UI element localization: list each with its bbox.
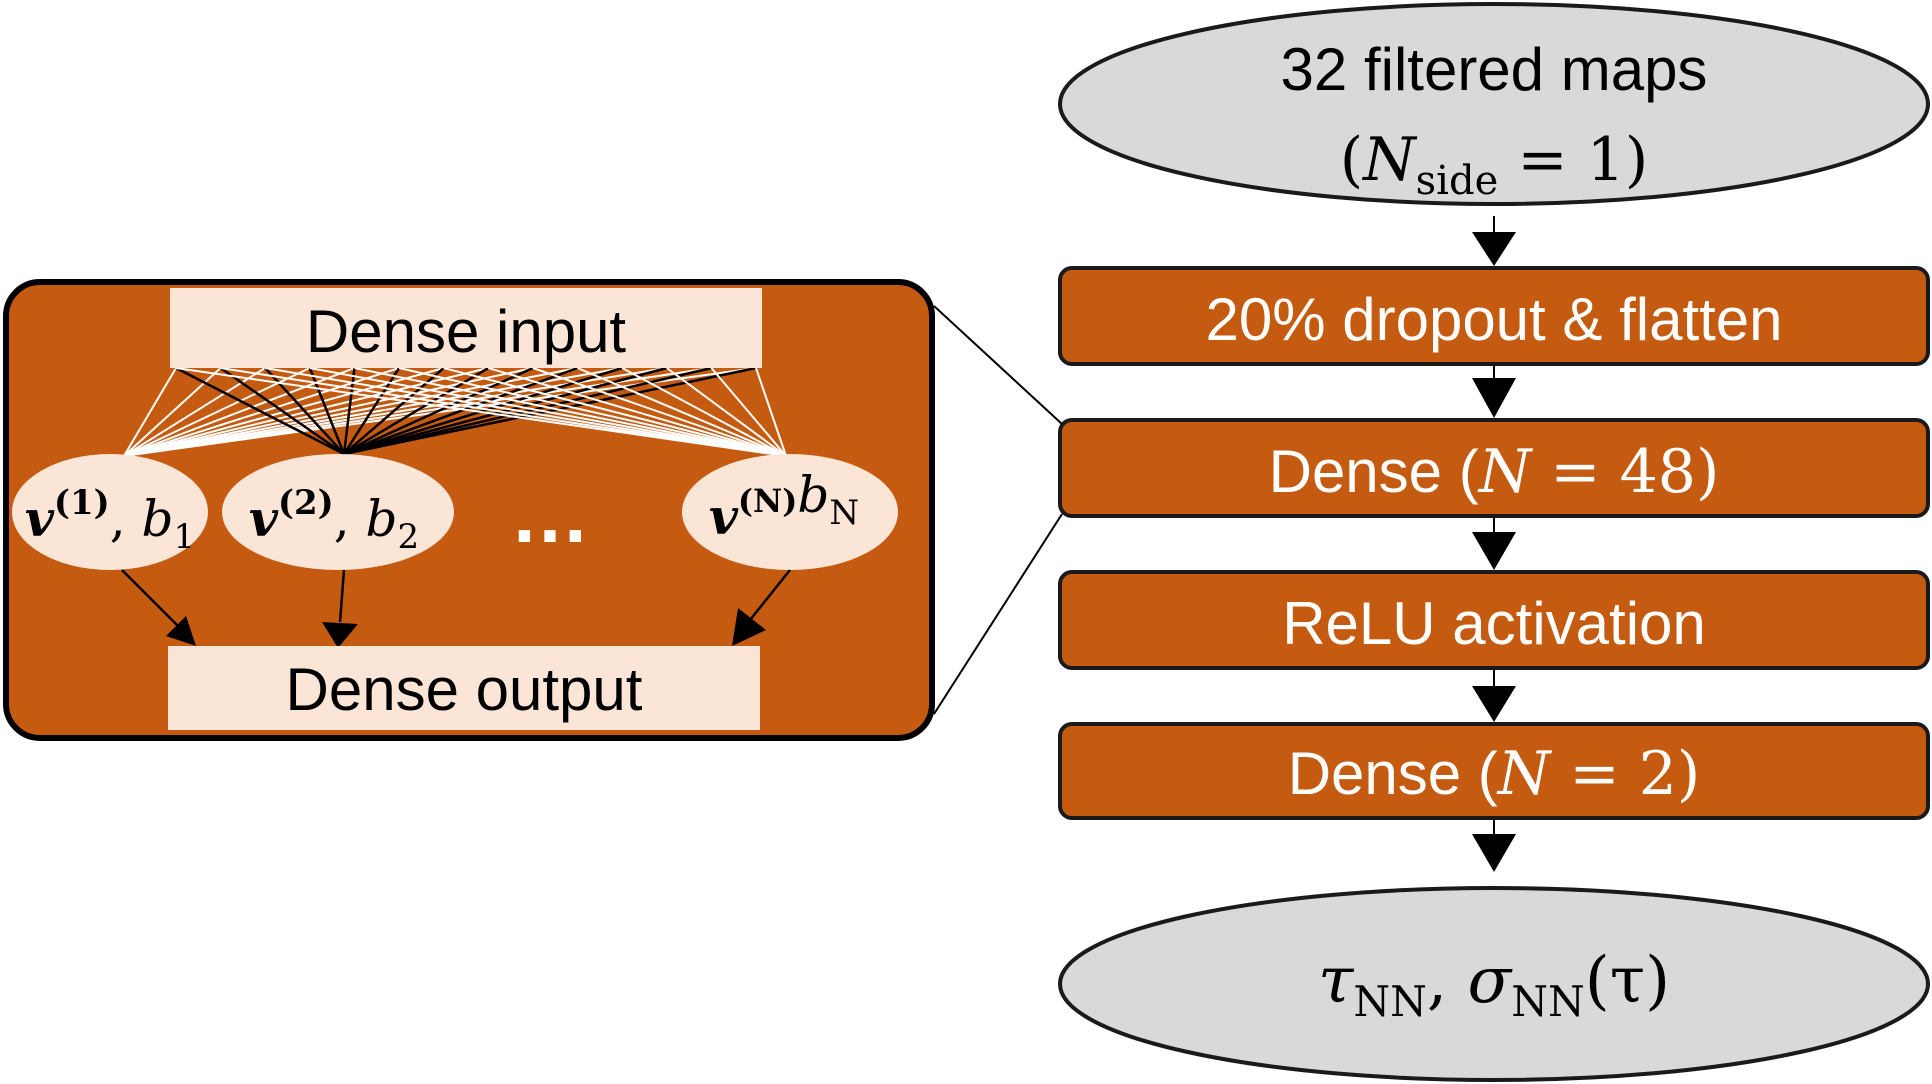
connection-line — [710, 367, 787, 457]
connection-line — [443, 367, 787, 457]
connection-line — [488, 367, 787, 457]
arrow-down-icon — [1472, 516, 1516, 570]
step-dropout: 20% dropout & flatten — [1058, 266, 1930, 366]
connection-line — [354, 367, 787, 457]
neuron-output-arrows — [121, 569, 791, 648]
neuron-1: v(1), b1 — [12, 454, 208, 570]
connection-line — [220, 367, 787, 457]
input-ellipse — [1058, 2, 1930, 206]
connection-line — [666, 367, 787, 457]
arrow-down-icon — [121, 569, 196, 646]
connection-line — [755, 367, 787, 457]
input-terminal: 32 filtered maps (Nside = 1) — [1058, 2, 1930, 206]
arrow-down-icon — [732, 569, 791, 646]
svg-text:v(2), b2: v(2), b2 — [249, 483, 419, 557]
dense-output-box: Dense output — [168, 646, 760, 730]
output-ellipse — [1058, 886, 1930, 1082]
connection-line — [175, 367, 787, 457]
svg-text:v(N)bN: v(N)bN — [709, 466, 859, 546]
connection-line — [532, 367, 787, 457]
connection-line — [309, 367, 787, 457]
dense-layer-detail: Dense input v(1), b1 v(2), b2 … v(N)bN D… — [3, 279, 935, 741]
dense-input-box: Dense input — [170, 288, 762, 368]
svg-text:Dense (N = 48): Dense (N = 48) — [1269, 437, 1720, 507]
detail-panel — [3, 279, 935, 741]
neuron-2: v(2), b2 — [222, 454, 454, 570]
step-dense-2: Dense (N = 2) — [1058, 722, 1930, 820]
connection-line — [265, 367, 787, 457]
arrow-down-icon — [322, 569, 358, 648]
output-label: τNN, σNN(τ) — [1318, 944, 1670, 1026]
connection-line — [398, 367, 787, 457]
neuron-n: v(N)bN — [682, 454, 898, 570]
neuron-ellipsis: … — [510, 470, 590, 559]
svg-text:Dense (N = 2): Dense (N = 2) — [1288, 739, 1701, 809]
arrow-down-icon — [1472, 364, 1516, 418]
output-terminal: τNN, σNN(τ) — [1058, 886, 1930, 1082]
connection-line — [621, 367, 787, 457]
connection-lines — [123, 366, 787, 457]
arrow-down-icon — [1472, 818, 1516, 872]
arrow-down-icon — [1472, 668, 1516, 722]
svg-text:20% dropout & flatten: 20% dropout & flatten — [1205, 286, 1782, 353]
svg-text:Dense input: Dense input — [306, 298, 627, 365]
connection-line — [219, 366, 345, 456]
input-subtitle: (Nside = 1) — [1340, 125, 1649, 204]
input-title: 32 filtered maps — [1281, 36, 1708, 103]
arrow-down-icon — [1472, 216, 1516, 266]
step-dense-48: Dense (N = 48) — [1058, 418, 1930, 518]
svg-text:ReLU activation: ReLU activation — [1282, 590, 1706, 657]
step-relu: ReLU activation — [1058, 570, 1930, 670]
svg-text:v(1), b1: v(1), b1 — [25, 483, 195, 557]
flow-arrows — [1472, 216, 1516, 872]
flow-chart: 32 filtered maps (Nside = 1) 20% dropout… — [1058, 2, 1930, 1082]
connection-line — [577, 367, 787, 457]
connection-line — [175, 366, 345, 456]
connection-line — [123, 367, 177, 457]
zoom-connectors — [933, 305, 1063, 715]
svg-text:Dense output: Dense output — [286, 656, 643, 723]
